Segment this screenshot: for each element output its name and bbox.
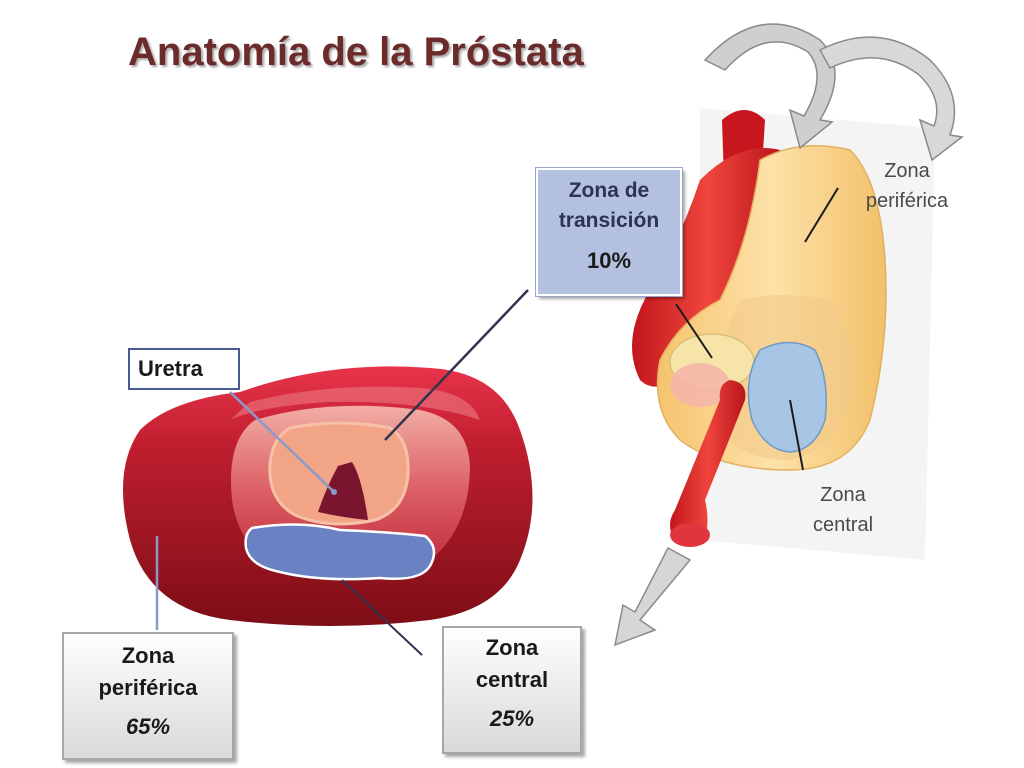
cross-section xyxy=(122,366,533,626)
pointer-transicion xyxy=(384,289,529,441)
zona-periferica-label: Zona periférica 65% xyxy=(62,632,234,760)
zona-central-shape xyxy=(244,523,436,581)
pointer-central xyxy=(341,579,423,656)
zona-central-side-label: Zona central xyxy=(812,484,874,536)
zona-central-3d-shape xyxy=(747,341,827,453)
arrow-straight xyxy=(613,546,692,647)
arrow-curve-1 xyxy=(703,23,836,150)
zona-transicion-label: Zona de transición 10% xyxy=(535,167,683,297)
uretra-3d-shape xyxy=(670,380,746,545)
pointer-uretra xyxy=(229,391,335,493)
uretra-shape xyxy=(318,462,368,520)
zona-central-label: Zona central 25% xyxy=(442,626,582,754)
prostate-3d xyxy=(613,23,964,647)
page-title: Anatomía de la Próstata xyxy=(128,30,584,74)
zona-periferica-side-label: Zona periférica xyxy=(865,160,949,212)
arrow-curve-2 xyxy=(818,36,964,162)
uretra-label: Uretra xyxy=(128,348,240,390)
